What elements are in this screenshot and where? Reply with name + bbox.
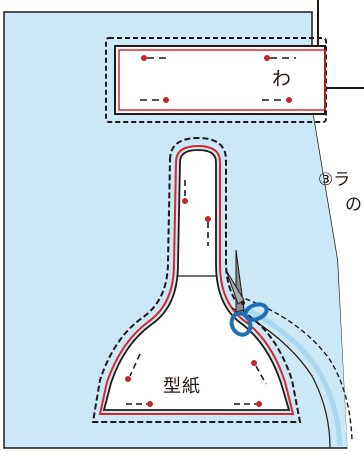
pin-icon	[141, 55, 170, 61]
step-text-line2: の	[345, 195, 362, 215]
pattern-piece	[91, 136, 302, 423]
fold-pattern	[105, 37, 327, 123]
scissors-icon	[225, 249, 269, 337]
pin-icon	[140, 97, 169, 103]
pin-icon	[205, 216, 211, 246]
seam-line	[98, 144, 295, 415]
pin-icon	[264, 55, 296, 61]
step-text-line1: ③ラ	[318, 170, 351, 190]
pattern-label: 型紙	[163, 376, 201, 397]
pin-icon	[125, 353, 141, 382]
pin-icon	[234, 401, 262, 407]
pin-icon	[126, 401, 153, 407]
page-edge	[312, 105, 364, 460]
pin-icon	[182, 180, 188, 204]
fold-label: わ	[272, 68, 292, 90]
cut-strip	[231, 295, 353, 449]
pin-icon	[251, 360, 267, 385]
pin-icon	[262, 97, 292, 103]
